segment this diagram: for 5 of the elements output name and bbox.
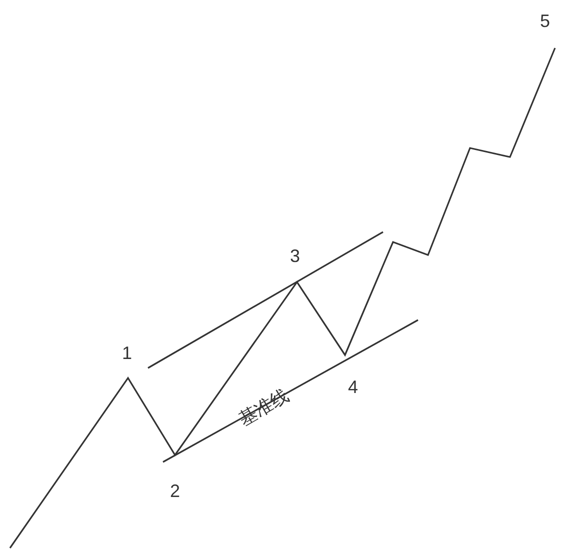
wave-number: 1 [122,344,132,362]
wave-number: 4 [348,378,358,396]
wave-number: 3 [290,247,300,265]
wave-number: 2 [170,482,180,500]
wave-number: 5 [540,12,550,30]
